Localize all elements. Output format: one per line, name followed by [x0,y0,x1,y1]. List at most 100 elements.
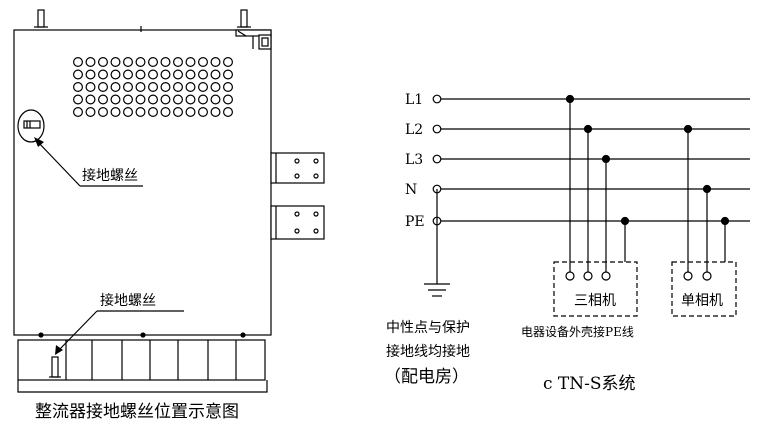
vent-hole [72,69,83,80]
lower-ground-screw [49,310,184,378]
single-phase-label: 单相机 [681,293,723,309]
vent-hole [148,94,159,105]
vent-hole [223,106,234,117]
side-bracket-upper [270,152,325,184]
neutral-note-line3: （配电房） [384,367,469,387]
bus-label-pe: PE [405,214,425,230]
vent-hole [110,69,121,80]
bus-label-l1: L1 [405,92,423,108]
vent-hole [97,94,108,105]
vent-hole [135,94,146,105]
single-phase-unit [671,124,737,317]
side-bracket-lower [270,205,325,240]
vent-hole [210,94,221,105]
vent-hole [135,56,146,67]
vent-hole [97,106,108,117]
source-ground [424,189,450,297]
neutral-note-line1: 中性点与保护 [386,320,470,336]
cabinet-body [13,29,272,336]
vent-hole [210,69,221,80]
vent-hole [198,94,209,105]
vent-hole [148,56,159,67]
vent-hole [185,106,196,117]
vent-hole [122,106,133,117]
vent-hole [135,81,146,92]
vent-hole [122,69,133,80]
vent-hole [148,81,159,92]
vent-hole [185,56,196,67]
hinge-detail [235,29,272,50]
vent-hole [97,69,108,80]
vent-hole [148,106,159,117]
bus-lines [432,94,750,226]
vent-hole [85,81,96,92]
ventilation-holes [72,56,234,117]
vent-hole [185,81,196,92]
vent-hole [173,106,184,117]
neutral-note-line2: 接地线均接地 [386,343,470,360]
lower-screw-label: 接地螺丝 [100,292,156,309]
vent-hole [223,56,234,67]
vent-hole [210,56,221,67]
vent-hole [160,106,171,117]
vent-hole [160,69,171,80]
vent-hole [110,94,121,105]
vent-hole [135,106,146,117]
rectifier-cabinet-drawing [13,9,325,393]
upper-screw-label: 接地螺丝 [82,167,138,184]
vent-hole [185,69,196,80]
bus-label-l3: L3 [405,152,423,168]
equipment-note: 电器设备外壳接PE线 [521,324,634,339]
vent-hole [210,106,221,117]
right-figure-caption: c TN-S系统 [543,374,636,394]
vent-hole [173,81,184,92]
vent-hole [72,106,83,117]
vent-hole [85,56,96,67]
vent-hole [110,56,121,67]
top-bolt-left [34,9,48,28]
vent-hole [198,56,209,67]
vent-hole [72,56,83,67]
vent-hole [110,106,121,117]
vent-hole [198,106,209,117]
three-phase-label: 三相机 [574,293,616,309]
vent-hole [110,81,121,92]
vent-hole [160,81,171,92]
vent-hole [72,81,83,92]
upper-ground-screw [17,109,143,187]
left-figure-caption: 整流器接地螺丝位置示意图 [35,402,239,422]
vent-hole [223,94,234,105]
vent-hole [85,94,96,105]
vent-hole [122,56,133,67]
bus-label-n: N [405,182,417,198]
vent-hole [135,69,146,80]
vent-hole [122,94,133,105]
vent-hole [72,94,83,105]
vent-hole [97,81,108,92]
three-phase-unit [553,94,638,317]
vent-hole [223,69,234,80]
vent-hole [85,69,96,80]
bus-terminal-l3 [432,154,442,164]
tn-s-wiring [424,94,750,317]
vent-hole [198,81,209,92]
bus-label-l2: L2 [405,122,423,138]
top-bolt-right [237,9,251,28]
vent-hole [148,69,159,80]
vent-hole [160,56,171,67]
vent-hole [85,106,96,117]
vent-hole [160,94,171,105]
vent-hole [173,69,184,80]
cabinet-base [17,339,268,393]
vent-hole [173,94,184,105]
vent-hole [223,81,234,92]
vent-hole [185,94,196,105]
vent-hole [97,56,108,67]
bus-terminal-l2 [432,124,442,134]
vent-hole [122,81,133,92]
vent-hole [173,56,184,67]
bus-terminal-l1 [432,94,442,104]
vent-hole [210,81,221,92]
